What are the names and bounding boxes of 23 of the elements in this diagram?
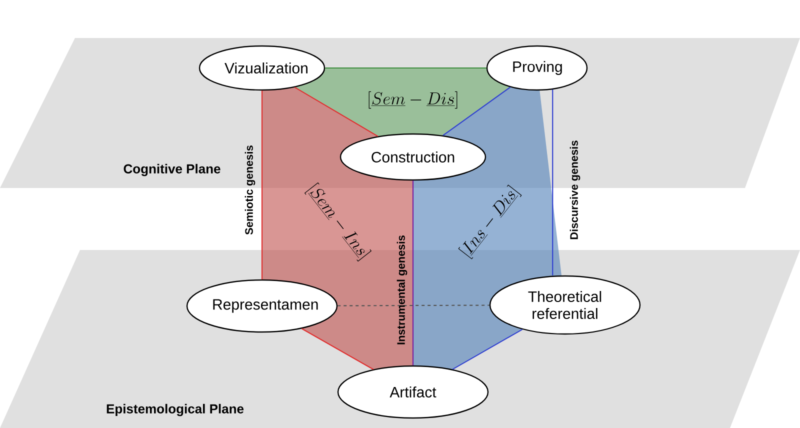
line [412,180,414,366]
edge-label: Semiotic genesis [244,146,256,235]
line [442,86,511,136]
face-label: $[\underline{Sem}-\underline{Dis}]$ [368,91,458,109]
edge-label: Instrumental genesis [396,235,408,344]
ellipse-node: Representamen [186,279,338,333]
line [325,67,486,69]
line [338,304,490,306]
face-label: $[\underline{Sem}-\underline{Ins}]$ [304,182,372,262]
ellipse-node: Construction [340,133,486,181]
line [261,90,263,280]
line [552,90,554,276]
plane-label: Epistemological Plane [106,404,244,416]
edge-label: Discursive genesis [570,140,580,240]
face-label: $[\underline{Ins}-\underline{Dis}]$ [458,184,522,260]
line [301,328,374,370]
plane-label: Cognitive Plane [124,164,220,176]
ellipse-node: Vizualization [198,45,326,91]
line [452,328,523,370]
ellipse-node: Theoretical referential [489,275,641,335]
ellipse-node: Artifact [337,365,489,419]
ellipse-node: Proving [486,45,588,91]
line [294,86,378,137]
